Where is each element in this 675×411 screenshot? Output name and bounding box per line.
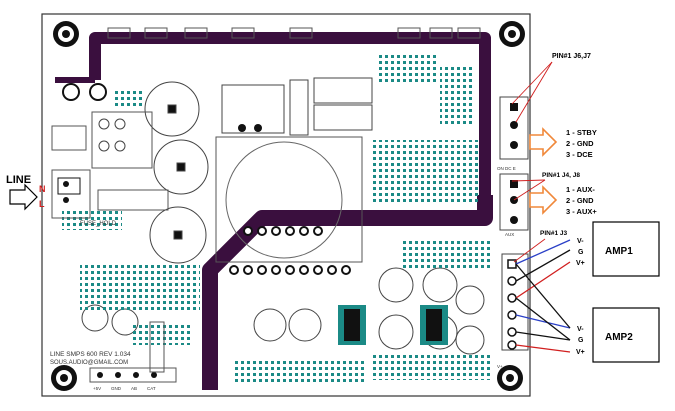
amp1-pin-vminus: V- [577, 238, 584, 245]
mounting-hole-top-left [53, 21, 79, 47]
top-connectors [107, 27, 481, 39]
j4-header-label: ON DC E [497, 166, 516, 171]
bottom-pin-2: GND [111, 386, 122, 391]
callout-j6j7-item-3: 3 - DCE [566, 150, 593, 159]
line-label: LINE [6, 174, 31, 186]
callout-j6j7-title: PIN#1 J6,J7 [552, 53, 591, 60]
callout-j6j7-lines [511, 61, 553, 123]
callout-j4j8-item-1: 1 - AUX- [566, 185, 595, 194]
bottom-pin-4: CAT [147, 386, 156, 391]
neutral-label: N [39, 184, 46, 194]
amp2-pin-vplus: V+ [576, 349, 585, 356]
bottom-pin-3: AB [131, 386, 137, 391]
transformer [215, 77, 373, 263]
v-plus-label: V+ [497, 364, 503, 369]
aux-label: AUX [505, 232, 514, 237]
line-arrow-icon [9, 183, 38, 211]
callout-j4j8-title: PIN#1 J4, J8 [542, 172, 580, 179]
fuse-holder [51, 111, 169, 219]
amp1-box [592, 221, 660, 277]
callout-j3-title: PIN#1 J3 [540, 230, 567, 237]
amp1-pin-g: G [578, 249, 584, 256]
aux-arrow-icon [529, 185, 558, 215]
amp2-label: AMP2 [605, 332, 633, 343]
amp1-label: AMP1 [605, 246, 633, 257]
bottom-header [89, 321, 177, 383]
output-inductors [338, 305, 448, 345]
amp2-pin-vminus: V- [577, 326, 584, 333]
callout-j3-line [513, 238, 546, 263]
smd-components [62, 55, 490, 385]
callout-j6j7-item-1: 1 - STBY [566, 128, 597, 137]
board-email: SOUS.AUDIO@GMAIL.COM [50, 360, 128, 366]
amp2-box [592, 307, 660, 363]
board-revision: LINE SMPS 600 REV 1.034 [50, 351, 131, 358]
connector-j6-j7 [499, 96, 529, 160]
callout-j4j8-lines [511, 179, 546, 201]
amp-wiring [515, 239, 571, 353]
callout-j6j7-item-2: 2 - GND [566, 139, 594, 148]
via-row [62, 83, 351, 275]
amp1-pin-vplus: V+ [576, 260, 585, 267]
callout-j4j8-item-3: 3 - AUX+ [566, 207, 597, 216]
callout-j4j8-item-2: 2 - GND [566, 196, 594, 205]
mounting-hole-bottom-left [51, 365, 77, 391]
amp2-pin-g: G [578, 337, 584, 344]
live-label: L [39, 199, 45, 209]
capacitor-bank [81, 81, 485, 355]
fuse-label: FUSE_HOLD [80, 221, 117, 227]
mounting-hole-top-right [499, 21, 525, 47]
stby-arrow-icon [529, 127, 558, 157]
bottom-pin-1: +5V [93, 386, 101, 391]
mounting-hole-bottom-right [497, 365, 523, 391]
